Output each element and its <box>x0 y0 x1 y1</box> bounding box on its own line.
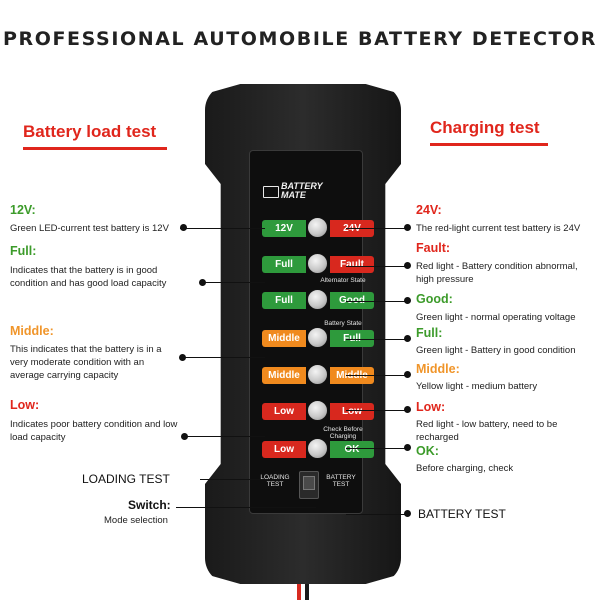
right-desc-good: Green light - normal operating voltage <box>416 312 576 323</box>
page-title: PROFESSIONAL AUTOMOBILE BATTERY DETECTOR <box>2 28 598 50</box>
led-label-low: Low <box>262 403 306 420</box>
leader-line <box>184 436 265 437</box>
left-label-full: Full: <box>10 244 37 258</box>
leader-dot <box>404 371 411 378</box>
leader-line <box>346 514 408 515</box>
led-label-full: Full <box>262 256 306 273</box>
charging-test-heading: Charging test <box>430 118 540 137</box>
led-row-3: Full Good <box>262 289 374 310</box>
led-row-7: Low OK <box>262 438 374 459</box>
left-desc-12v: Green LED-current test battery is 12V <box>10 223 169 234</box>
leader-dot <box>404 297 411 304</box>
leader-line <box>180 228 265 229</box>
leader-line <box>346 375 408 376</box>
leader-dot <box>404 510 411 517</box>
right-label-fault: Fault: <box>416 241 451 255</box>
leader-line <box>346 339 408 340</box>
mode-switch-knob[interactable] <box>303 476 315 490</box>
battery-detector-device: BATTERY MATE 12V 24V Full Fault Alternat… <box>205 84 401 600</box>
right-label-low: Low: <box>416 400 446 414</box>
left-desc-middle: This indicates that the battery is in a … <box>10 344 162 381</box>
right-desc-ok: Before charging, check <box>416 463 514 474</box>
leader-dot <box>179 354 186 361</box>
leader-dot <box>404 224 411 231</box>
red-cable <box>297 584 301 600</box>
right-desc-full: Green light - Battery in good condition <box>416 345 576 356</box>
leader-line <box>346 266 408 267</box>
right-label-good: Good: <box>416 292 453 306</box>
switch-label: Switch: <box>128 498 171 512</box>
led-label-low: Low <box>262 441 306 458</box>
battery-load-test-heading: Battery load test <box>23 122 157 141</box>
left-label-12v: 12V: <box>10 203 36 217</box>
led-indicator <box>307 400 328 421</box>
led-indicator <box>307 364 328 385</box>
leader-line <box>346 448 408 449</box>
led-label-full: Full <box>262 292 306 309</box>
battery-state-caption: Battery State <box>324 320 362 327</box>
led-indicator <box>307 253 328 274</box>
led-row-4: Middle Full <box>262 327 374 348</box>
loading-test-label: LOADING TEST <box>82 472 170 486</box>
led-label-ok: OK <box>330 441 374 458</box>
right-label-full: Full: <box>416 326 443 340</box>
led-row-6: Low Low <box>262 400 374 421</box>
led-indicator <box>307 289 328 310</box>
charging-test-rule <box>430 143 548 146</box>
leader-dot <box>181 433 188 440</box>
led-row-2: Full Fault <box>262 253 374 274</box>
led-indicator <box>307 438 328 459</box>
black-cable <box>305 584 309 600</box>
led-indicator <box>307 217 328 238</box>
right-desc-24v: The red-light current test battery is 24… <box>416 223 581 234</box>
leader-line <box>202 282 265 283</box>
led-label-full: Full <box>330 330 374 347</box>
led-label-fault: Fault <box>330 256 374 273</box>
battery-load-test-rule <box>23 147 167 150</box>
brand-logo: BATTERY MATE <box>281 182 323 200</box>
leader-line <box>182 357 265 358</box>
leader-line <box>176 507 316 508</box>
switch-loading-test-label: LOADING TEST <box>260 474 290 488</box>
leader-dot <box>180 224 187 231</box>
led-label-low: Low <box>330 403 374 420</box>
leader-line <box>200 479 268 480</box>
right-label-24v: 24V: <box>416 203 442 217</box>
right-label-ok: OK: <box>416 444 439 458</box>
brand-logo-line-2: MATE <box>281 190 306 200</box>
led-label-middle: Middle <box>262 330 306 347</box>
leader-dot <box>404 262 411 269</box>
leader-dot <box>404 335 411 342</box>
leader-dot <box>199 279 206 286</box>
left-label-low: Low: <box>10 398 40 412</box>
leader-dot <box>404 406 411 413</box>
leader-line <box>346 228 408 229</box>
right-desc-fault: Red light - Battery condition abnormal, … <box>416 261 578 285</box>
leader-line <box>346 410 408 411</box>
check-before-charging-caption: Check Before Charging <box>323 426 363 440</box>
right-desc-low: Red light - low battery, need to be rech… <box>416 419 558 443</box>
led-label-12v: 12V <box>262 220 306 237</box>
led-label-middle: Middle <box>262 367 306 384</box>
battery-icon <box>263 186 279 198</box>
switch-desc: Mode selection <box>104 515 168 526</box>
leader-line <box>346 301 408 302</box>
left-desc-full: Indicates that the battery is in good co… <box>10 265 167 289</box>
right-label-middle: Middle: <box>416 362 460 376</box>
switch-battery-test-label: BATTERY TEST <box>326 474 356 488</box>
leader-dot <box>404 444 411 451</box>
led-indicator <box>307 327 328 348</box>
left-label-middle: Middle: <box>10 324 54 338</box>
alternator-state-caption: Alternator State <box>320 277 366 284</box>
left-desc-low: Indicates poor battery condition and low… <box>10 419 178 443</box>
right-desc-middle: Yellow light - medium battery <box>416 381 538 392</box>
brand-logo-line-1: BATTERY <box>281 181 323 191</box>
battery-test-label: BATTERY TEST <box>418 507 506 521</box>
led-label-good: Good <box>330 292 374 309</box>
